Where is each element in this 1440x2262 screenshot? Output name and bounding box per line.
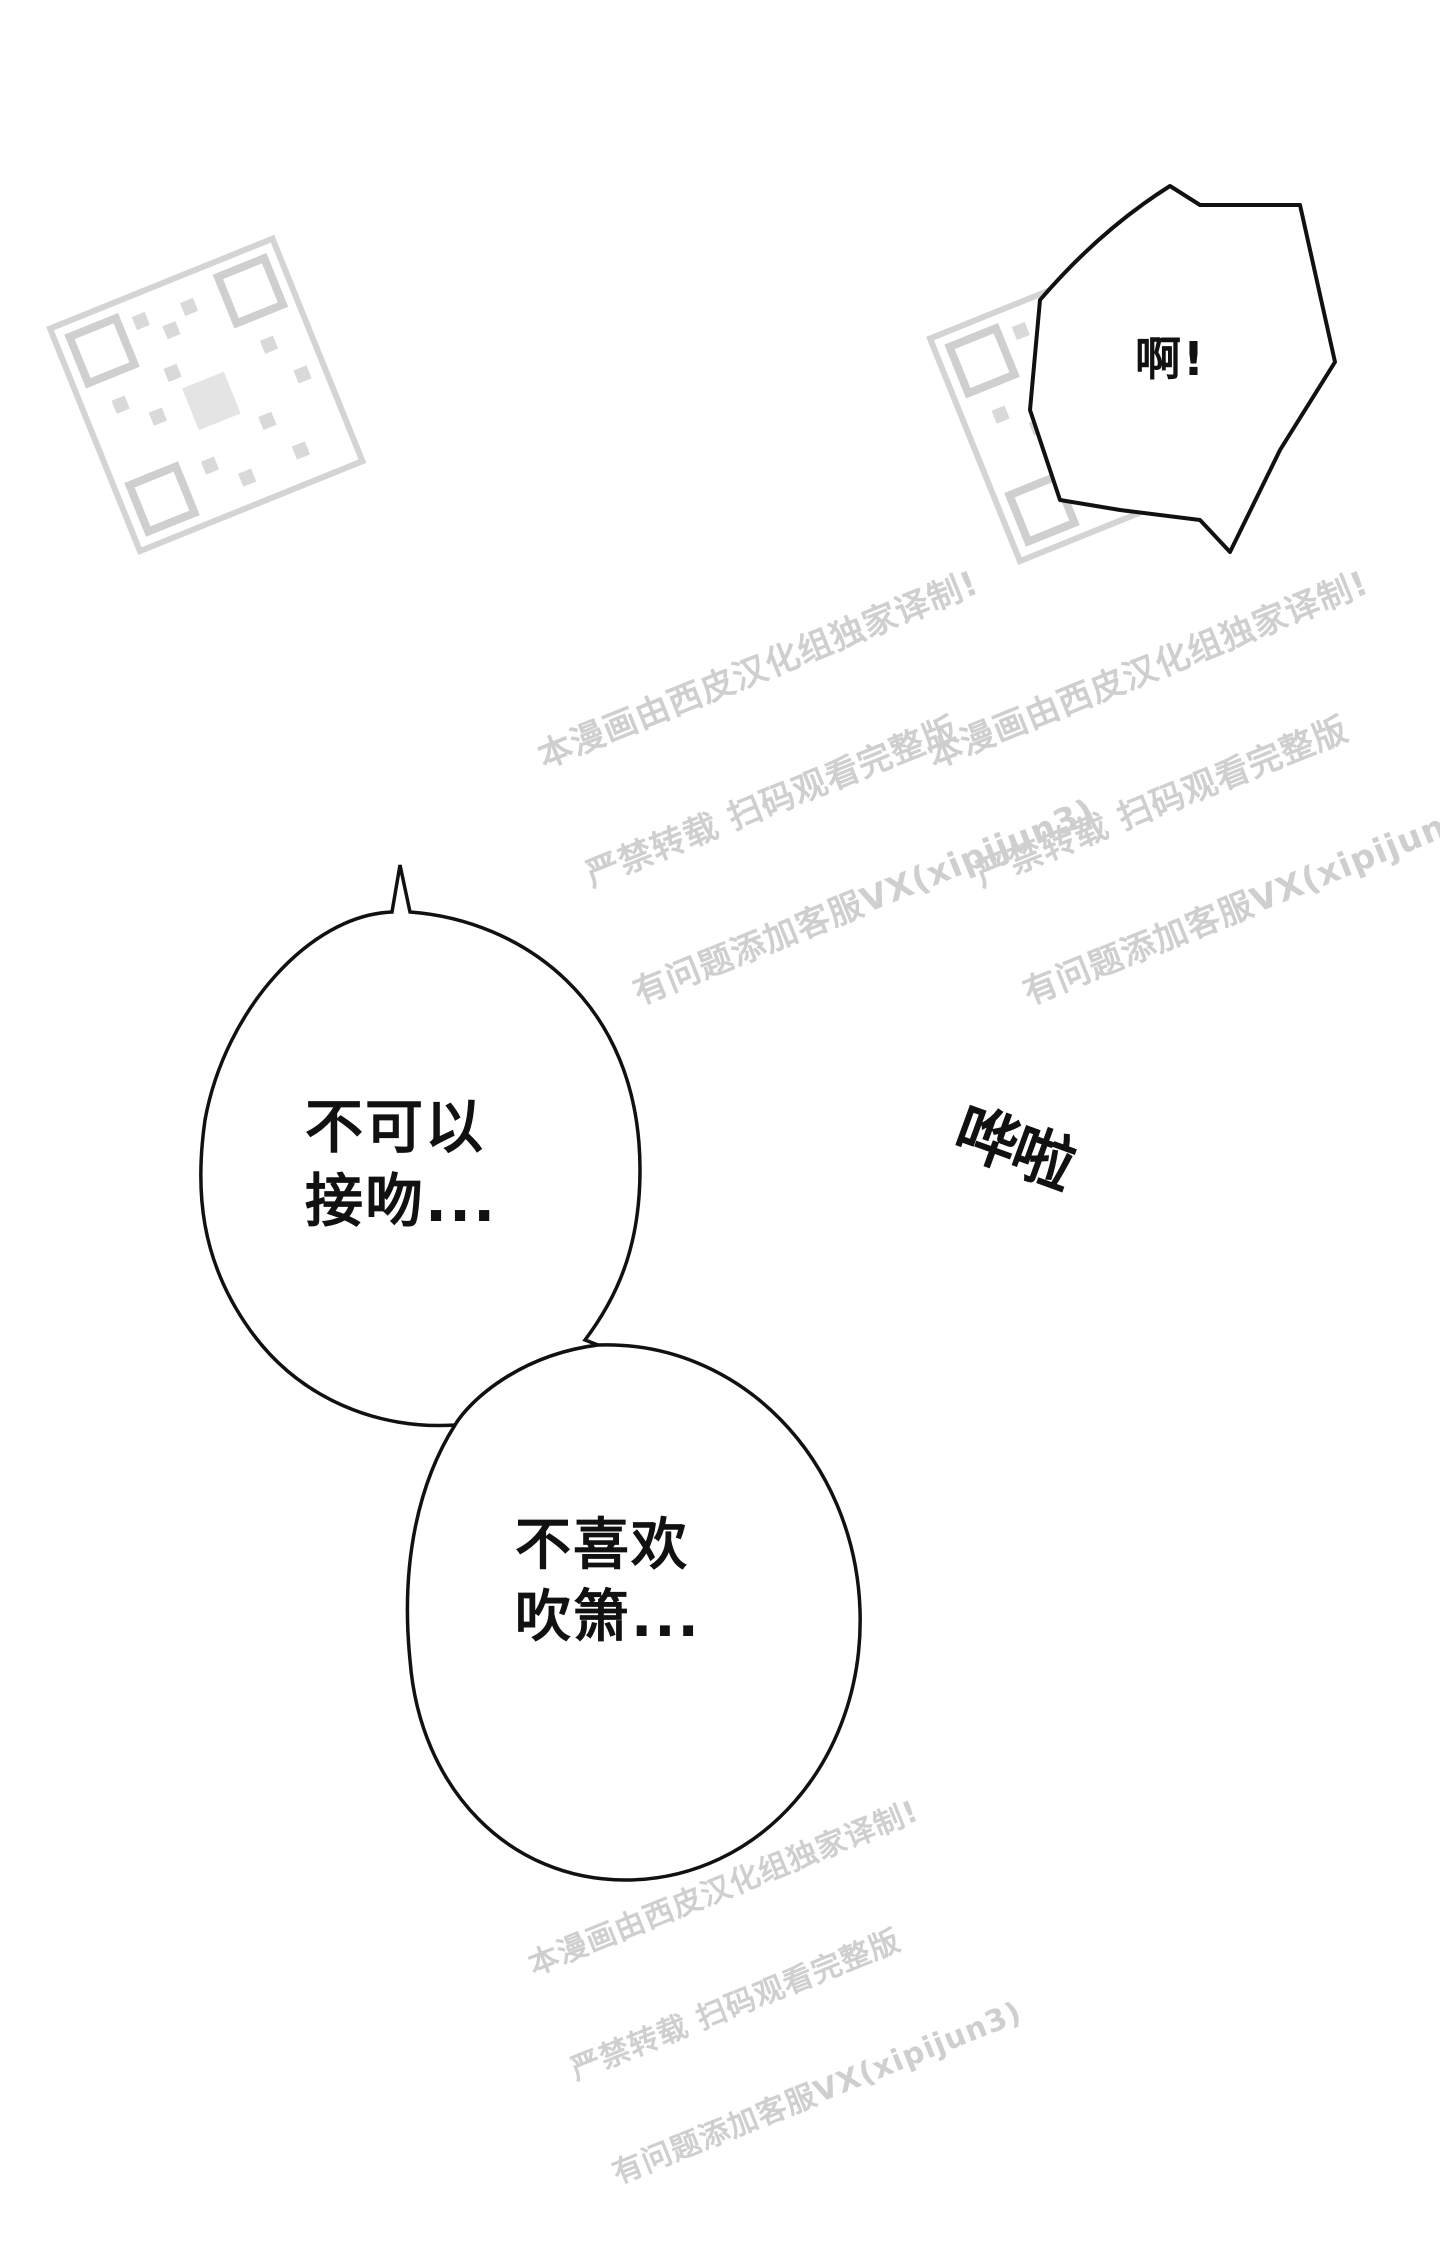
speech-text-upper: 不可以 接吻... [305,1093,498,1236]
shout-bubble [1028,184,1337,554]
speech-text-lower: 不喜欢 吹箫... [515,1513,701,1650]
watermark-qr-left [46,234,367,556]
shout-text: 啊! [1135,332,1206,386]
comic-page: 本漫画由西皮汉化组独家译制! 严禁转载 扫码观看完整版 有问题添加客服VX(xi… [46,184,1440,2192]
speech-bubble-lower [405,1343,862,1882]
panel-artwork [46,184,1337,1882]
